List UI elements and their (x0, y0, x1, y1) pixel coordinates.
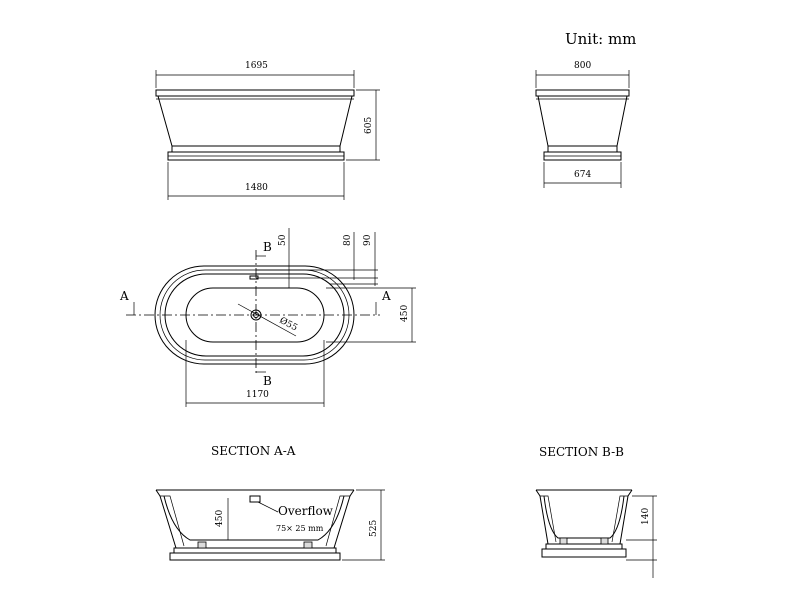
front-elevation: 1695 1480 605 (155, 61, 380, 200)
plan-dim-90-label: 90 (363, 234, 373, 246)
drain-diameter-label: Ø55 (278, 315, 300, 334)
section-aa-height-label: 525 (369, 520, 379, 537)
plan-inner-length-label: 1170 (246, 390, 269, 400)
plan-dim-80-label: 80 (343, 234, 353, 246)
plan-dim-50-label: 50 (278, 234, 288, 246)
overflow-size-label: 75× 25 mm (276, 524, 324, 533)
overflow-label: Overflow (278, 504, 334, 518)
section-b-bottom-marker: B (263, 374, 272, 388)
section-b-top-marker: B (263, 240, 272, 254)
section-aa-depth-label: 450 (215, 510, 225, 527)
plan-view: Ø55 A A B B 50 80 90 450 1170 (119, 228, 416, 407)
section-bb-title: SECTION B-B (539, 445, 624, 459)
front-height-label: 605 (364, 117, 374, 134)
front-base-length-label: 1480 (245, 183, 268, 193)
section-a-right-marker: A (381, 289, 391, 303)
side-top-width-label: 800 (574, 61, 591, 71)
section-bb-drawing: 140 (535, 489, 657, 578)
section-aa-drawing: 450 525 Overflow 75× 25 mm (155, 489, 385, 561)
section-a-left-marker: A (119, 289, 129, 303)
unit-label: Unit: mm (565, 30, 636, 48)
side-elevation: 800 674 (535, 61, 630, 188)
section-bb-dim-140-label: 140 (641, 508, 651, 525)
side-base-width-label: 674 (574, 170, 591, 180)
section-aa-title: SECTION A-A (211, 444, 296, 458)
plan-inner-width-label: 450 (400, 305, 410, 322)
front-top-length-label: 1695 (245, 61, 268, 71)
